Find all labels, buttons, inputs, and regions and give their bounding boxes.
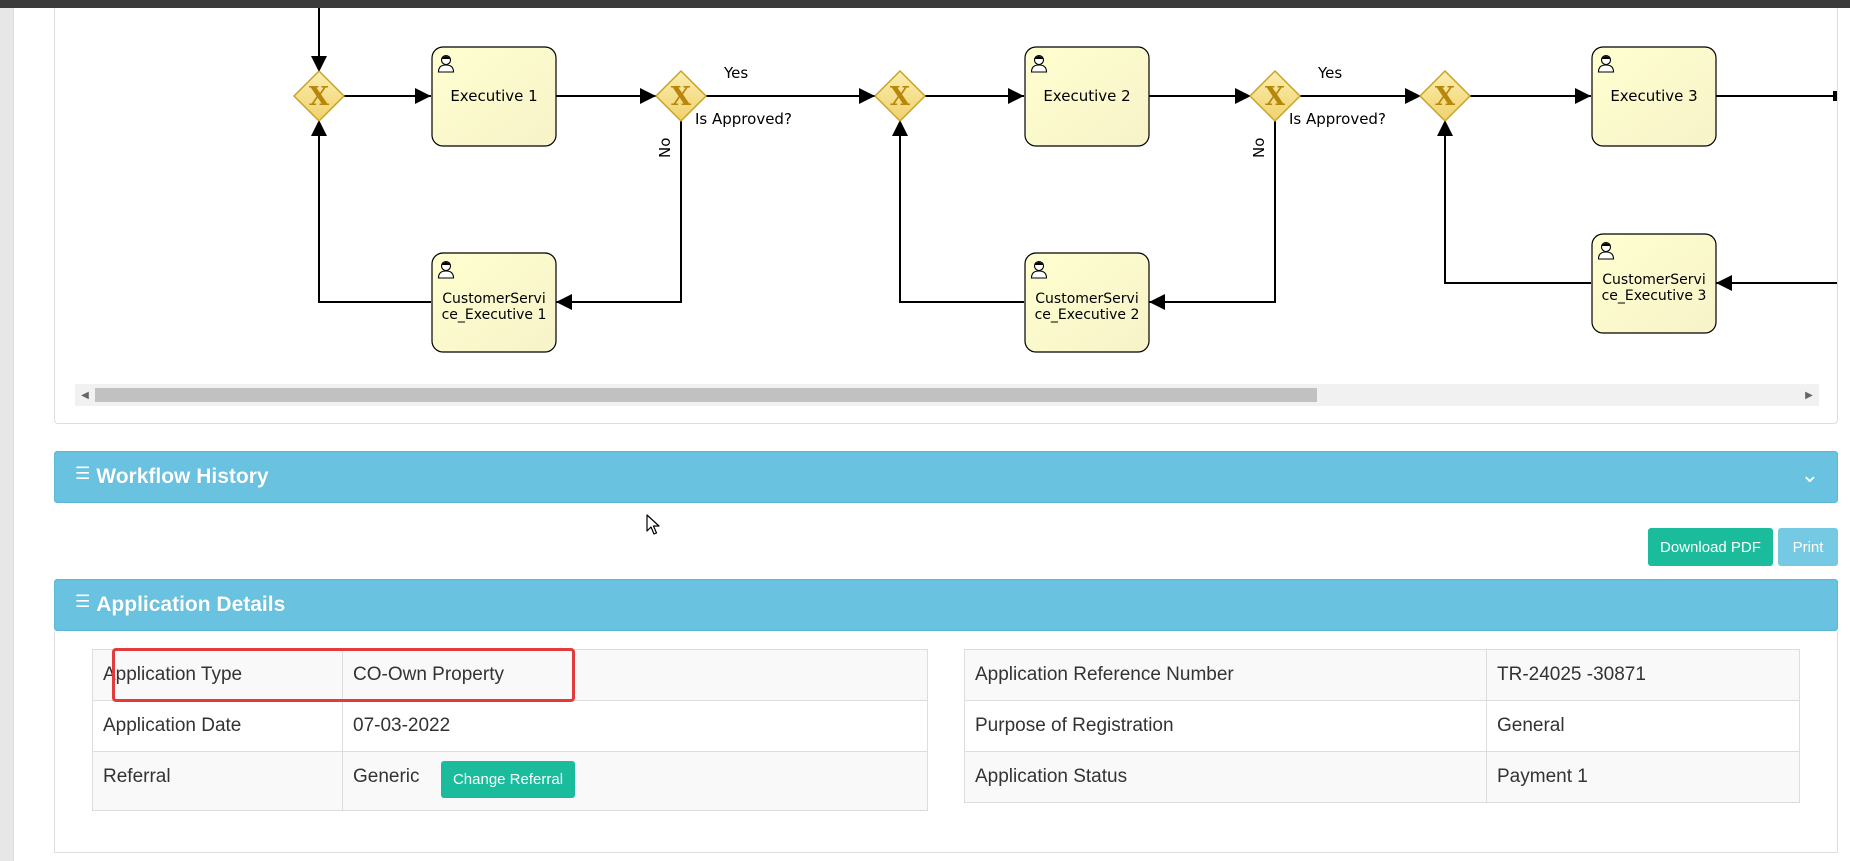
table-row: Referral Generic: [92, 751, 928, 811]
flow-label-no: No: [656, 138, 674, 158]
gateway-1[interactable]: X: [292, 69, 346, 123]
status-label: Application Status: [964, 751, 1487, 803]
flow-cs2-gw3: [892, 120, 1024, 303]
gateway-4[interactable]: X: [1248, 69, 1302, 123]
diagram-horizontal-scrollbar[interactable]: ◀ ▶: [75, 384, 1819, 406]
flow-cs3-gw5: [1437, 120, 1591, 284]
workflow-history-header[interactable]: ☰ Workflow History ⌄: [54, 451, 1838, 503]
task-label: Executive 1: [450, 87, 537, 105]
task-executive-2[interactable]: Executive 2: [1024, 46, 1150, 147]
diagram-viewport[interactable]: X X X X X Executive 1: [55, 8, 1837, 383]
referral-cell: Generic: [342, 751, 928, 811]
gateway-x-glyph: X: [1435, 82, 1456, 112]
left-edge-strip: [0, 8, 14, 861]
task-label-line1: CustomerServi: [1035, 291, 1138, 307]
chevron-down-icon[interactable]: ⌄: [1800, 462, 1819, 487]
task-label-line2: ce_Executive 2: [1035, 307, 1140, 323]
flow-label-is-approved: Is Approved?: [695, 110, 792, 128]
application-details-right-table: Application Reference Number TR-24025 -3…: [964, 649, 1800, 803]
task-label: Executive 3: [1610, 87, 1697, 105]
gateway-x-glyph: X: [671, 82, 692, 112]
print-button[interactable]: Print: [1778, 528, 1838, 566]
task-executive-1[interactable]: Executive 1: [431, 46, 557, 147]
task-label-line1: CustomerServi: [442, 291, 545, 307]
purpose-value: General: [1486, 700, 1800, 752]
scroll-left-arrow-icon[interactable]: ◀: [81, 389, 89, 401]
table-row: Application Type CO-Own Property: [92, 649, 928, 701]
gateway-x-glyph: X: [1265, 82, 1286, 112]
gateway-5[interactable]: X: [1418, 69, 1472, 123]
scrollbar-thumb[interactable]: [95, 388, 1317, 402]
gateway-2[interactable]: X: [654, 69, 708, 123]
status-value: Payment 1: [1486, 751, 1800, 803]
task-label-line1: CustomerServi: [1602, 272, 1705, 288]
gateway-x-glyph: X: [309, 82, 330, 112]
table-row: Application Reference Number TR-24025 -3…: [964, 649, 1800, 701]
list-icon: ☰: [75, 463, 91, 483]
table-row: Application Date 07-03-2022: [92, 700, 928, 752]
section-title: Workflow History: [96, 465, 269, 488]
application-date-label: Application Date: [92, 700, 343, 752]
purpose-label: Purpose of Registration: [964, 700, 1487, 752]
browser-top-bar: [0, 0, 1850, 8]
task-customer-service-executive-1[interactable]: CustomerServi ce_Executive 1: [431, 252, 557, 353]
task-customer-service-executive-3[interactable]: CustomerServi ce_Executive 3: [1591, 233, 1717, 334]
change-referral-button[interactable]: Change Referral: [441, 761, 575, 798]
application-details-header: ☰ Application Details: [54, 579, 1838, 631]
application-type-value: CO-Own Property: [342, 649, 928, 701]
task-customer-service-executive-2[interactable]: CustomerServi ce_Executive 2: [1024, 252, 1150, 353]
section-title: Application Details: [96, 593, 286, 616]
gateway-x-glyph: X: [890, 82, 911, 112]
task-label-line2: ce_Executive 3: [1602, 288, 1707, 304]
flow-label-yes: Yes: [1317, 64, 1342, 82]
flow-label-is-approved: Is Approved?: [1289, 110, 1386, 128]
task-executive-3[interactable]: Executive 3: [1591, 46, 1717, 147]
flow-gw4-cs2: [1149, 120, 1276, 310]
flow-gw2-cs1: [556, 120, 682, 310]
workflow-diagram-panel: X X X X X Executive 1: [54, 8, 1838, 424]
flow-label-yes: Yes: [723, 64, 748, 82]
download-pdf-button[interactable]: Download PDF: [1648, 528, 1773, 566]
table-row: Application Status Payment 1: [964, 751, 1800, 803]
referral-value: Generic: [353, 766, 420, 787]
application-details-left-table: Application Type CO-Own Property Applica…: [92, 649, 928, 811]
gateway-3[interactable]: X: [873, 69, 927, 123]
reference-number-value: TR-24025 -30871: [1486, 649, 1800, 701]
task-label: Executive 2: [1043, 87, 1130, 105]
application-date-value: 07-03-2022: [342, 700, 928, 752]
flow-cs1-gw1: [311, 120, 431, 303]
list-icon: ☰: [75, 591, 91, 611]
application-type-label: Application Type: [92, 649, 343, 701]
table-row: Purpose of Registration General: [964, 700, 1800, 752]
reference-number-label: Application Reference Number: [964, 649, 1487, 701]
task-label-line2: ce_Executive 1: [442, 307, 547, 323]
scroll-right-arrow-icon[interactable]: ▶: [1805, 389, 1813, 401]
flow-exec3-out-end: [1833, 91, 1837, 101]
flow-label-no: No: [1250, 138, 1268, 158]
referral-label: Referral: [92, 751, 343, 811]
mouse-cursor-icon: [646, 514, 660, 535]
workflow-diagram: X X X X X Executive 1: [292, 8, 1837, 353]
